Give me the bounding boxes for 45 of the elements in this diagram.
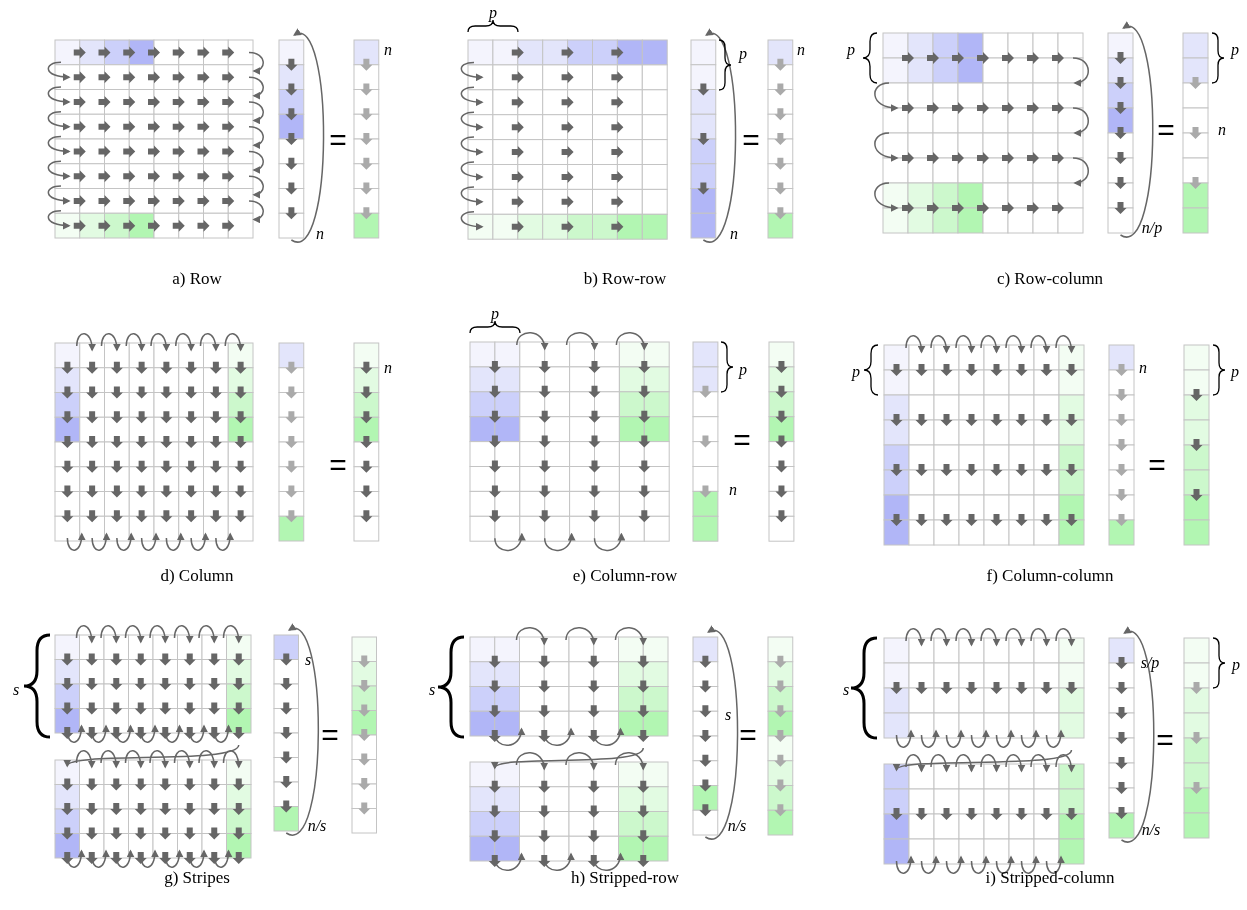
- variable-label: n: [384, 360, 392, 376]
- variable-label: s: [724, 707, 732, 723]
- variable-label: s: [842, 682, 850, 698]
- variable-label: n: [730, 226, 738, 242]
- variable-label: n: [729, 482, 737, 498]
- variable-label: p: [847, 42, 855, 58]
- equals-sign: =: [321, 720, 339, 750]
- variable-label: s: [428, 682, 436, 698]
- variable-label: p: [489, 5, 497, 21]
- variable-label: n/s: [1141, 822, 1161, 838]
- variable-label: n: [316, 226, 324, 242]
- equals-sign: =: [1156, 725, 1174, 755]
- variable-label: p: [739, 362, 747, 378]
- panel-caption: i) Stripped-column: [985, 868, 1115, 886]
- panel-caption: b) Row-row: [583, 269, 667, 287]
- variable-label: p: [1231, 42, 1239, 58]
- panel-caption: f) Column-column: [986, 566, 1114, 584]
- equals-sign: =: [733, 425, 751, 455]
- panel-caption: e) Column-row: [572, 566, 678, 584]
- panel-caption: a) Row: [172, 269, 222, 287]
- equals-sign: =: [1157, 115, 1175, 145]
- variable-label: n/s: [727, 818, 747, 834]
- equals-sign: =: [329, 450, 347, 480]
- variable-label: s: [304, 652, 312, 668]
- variable-label: n: [384, 42, 392, 58]
- panel-caption: g) Stripes: [164, 868, 230, 886]
- equals-sign: =: [742, 125, 760, 155]
- variable-label: n: [1218, 122, 1226, 138]
- equals-sign: =: [739, 720, 757, 750]
- variable-label: n/p: [1141, 220, 1163, 236]
- variable-label: p: [852, 364, 860, 380]
- variable-label: p: [491, 306, 499, 322]
- variable-label: s: [12, 682, 20, 698]
- variable-label: n: [797, 42, 805, 58]
- variable-label: s/p: [1140, 655, 1160, 671]
- variable-label: p: [1231, 364, 1239, 380]
- variable-label: n/s: [307, 818, 327, 834]
- variable-label: n: [1139, 360, 1147, 376]
- variable-label: p: [739, 46, 747, 62]
- equals-sign: =: [1148, 450, 1166, 480]
- panel-caption: h) Stripped-row: [570, 868, 680, 886]
- panel-caption: c) Row-column: [996, 269, 1104, 287]
- panel-caption: d) Column: [160, 566, 234, 584]
- equals-sign: =: [329, 125, 347, 155]
- variable-label: p: [1232, 657, 1240, 673]
